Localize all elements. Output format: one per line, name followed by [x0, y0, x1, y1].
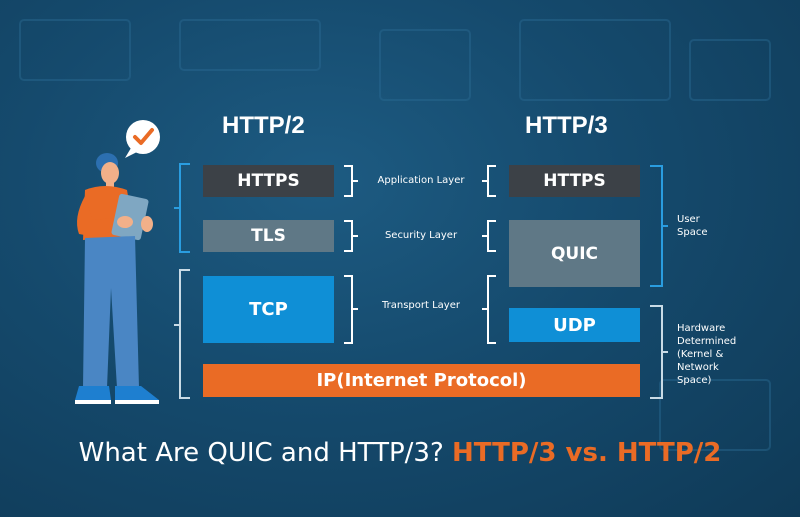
http2-tls-box: TLS [203, 220, 334, 252]
user-space-line-2: Space [677, 227, 708, 238]
security-layer-label: Security Layer [384, 230, 458, 241]
hardware-line-5: Space) [677, 375, 712, 386]
hardware-line-2: Determined [677, 336, 737, 347]
headline-part2: HTTP/3 vs. HTTP/2 [452, 438, 722, 468]
http2-title: HTTP/2 [222, 112, 305, 139]
user-space-label: User Space [677, 213, 707, 239]
ip-box: IP(Internet Protocol) [203, 364, 640, 397]
http3-https-box: HTTPS [509, 165, 640, 197]
headline: What Are QUIC and HTTP/3? HTTP/3 vs. HTT… [0, 438, 800, 468]
http3-title: HTTP/3 [525, 112, 608, 139]
http2-https-box: HTTPS [203, 165, 334, 197]
http3-quic-box: QUIC [509, 220, 640, 287]
hardware-line-3: (Kernel & [677, 349, 724, 360]
application-layer-label: Application Layer [377, 175, 465, 186]
check-speech-bubble-icon [125, 120, 160, 158]
person-with-tablet-illustration [75, 120, 160, 404]
headline-part1: What Are QUIC and HTTP/3? [78, 438, 444, 468]
hardware-label: Hardware Determined (Kernel & Network Sp… [677, 322, 736, 387]
hardware-line-1: Hardware [677, 323, 726, 334]
http3-udp-box: UDP [509, 308, 640, 342]
http2-tcp-box: TCP [203, 276, 334, 343]
user-space-line-1: User [677, 214, 700, 225]
transport-layer-label: Transport Layer [382, 300, 460, 311]
hardware-line-4: Network [677, 362, 719, 373]
